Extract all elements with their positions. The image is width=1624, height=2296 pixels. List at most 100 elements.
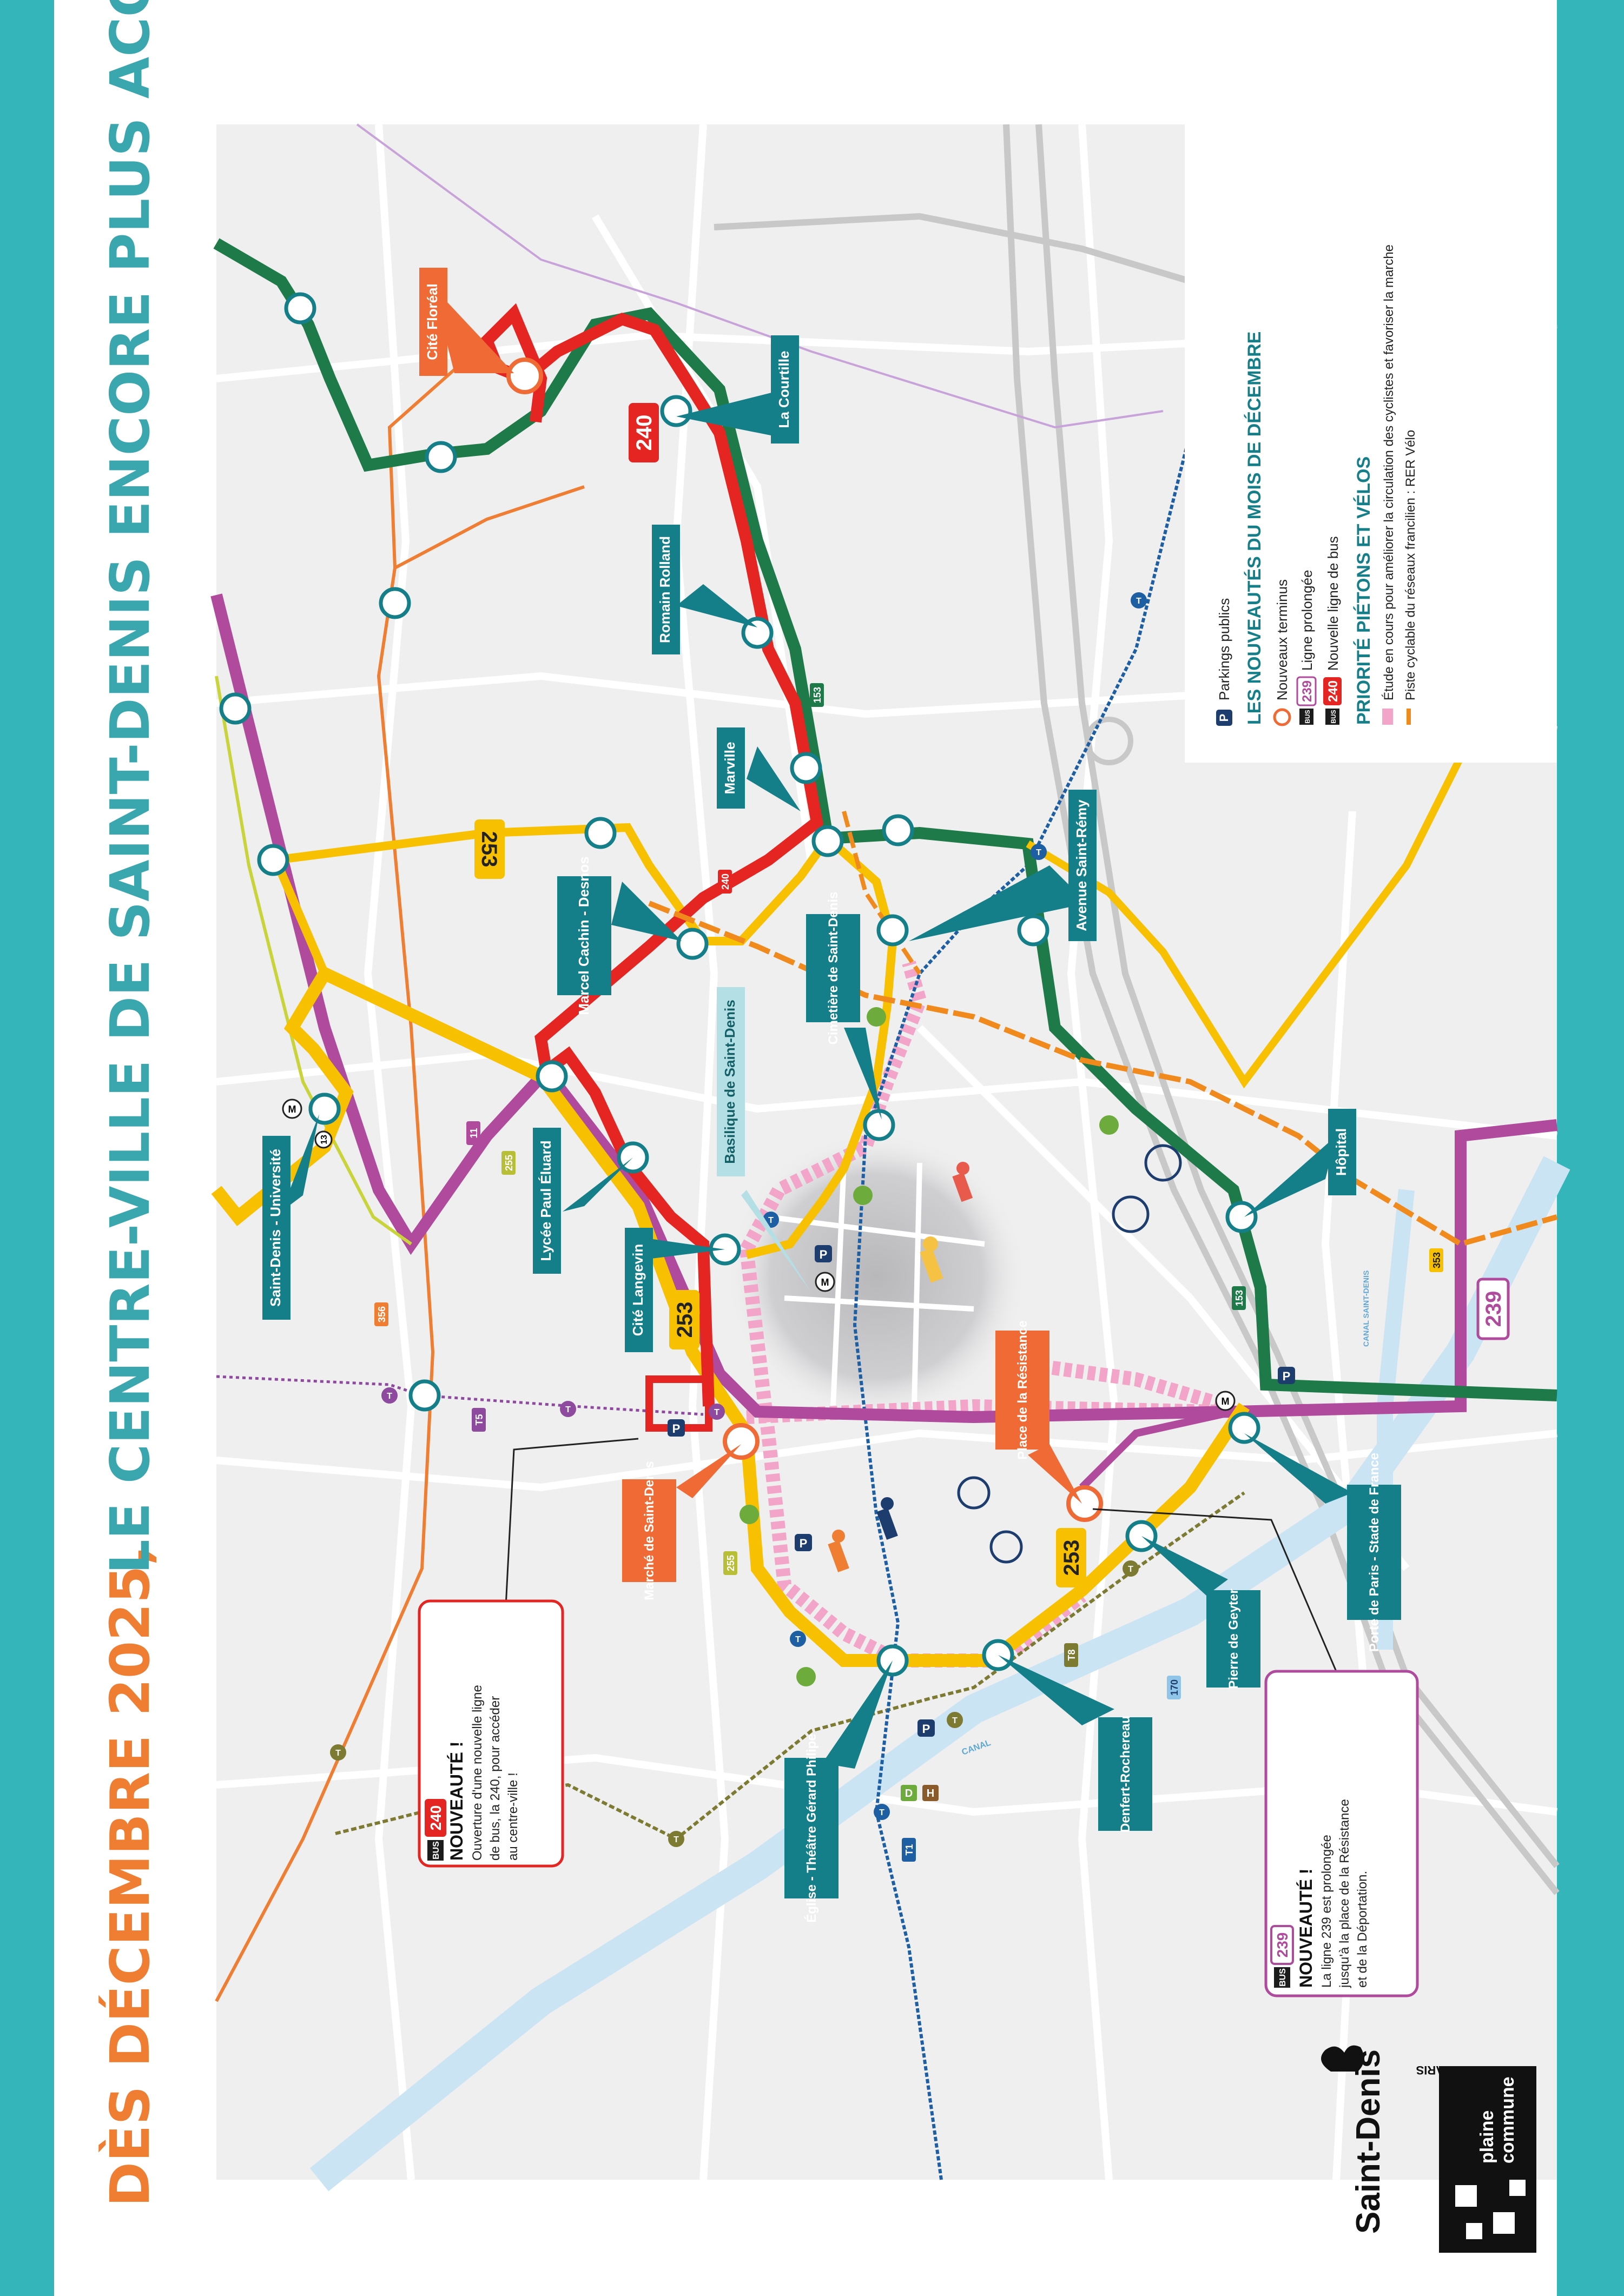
stop-marker[interactable] [425,441,457,473]
stop-marker[interactable] [584,817,617,849]
stop-marker[interactable] [1017,914,1049,947]
badge-356-small: 356 [377,1306,387,1322]
stop-marker[interactable] [408,1379,441,1412]
legend-prolongee-bus: BUS [1304,710,1311,723]
metro-marker: M [288,1104,296,1115]
stop-marker[interactable] [676,928,709,960]
historic-centre-area [725,1130,1028,1422]
stop-marker[interactable] [379,587,411,619]
callout-nouveaute-239: BUS 239 NOUVEAUTÉ ! La ligne 239 est pro… [1264,1670,1419,1997]
callout-239-bus: BUS [1278,1968,1288,1987]
stop-label-universite[interactable]: Saint-Denis - Université [267,1149,283,1307]
rer-h-badge: H [927,1788,934,1799]
stop-label-basilique[interactable]: Basilique de Saint-Denis [722,1000,738,1163]
saint-denis-logo: Saint-Denis [1321,2045,1387,2234]
callout-239-text-line3: et de la Déportation. [1355,1871,1370,1988]
legend-parking-icon: P [1217,714,1231,722]
stop-marker[interactable] [536,1060,568,1093]
badge-m13: 13 [320,1135,329,1144]
callout-nouveaute-240: BUS 240 NOUVEAUTÉ ! Ouverture d'une nouv… [418,1599,564,1868]
stop-label-marville[interactable]: Marville [722,742,738,795]
stop-label-avenue-saint-remy[interactable]: Avenue Saint-Rémy [1073,799,1090,931]
plaine-line1: plaine [1477,2110,1497,2163]
legend-prolongee: Ligne prolongée [1299,570,1315,671]
stop-label-pierre-de-geyter[interactable]: Pierre de Geyter [1226,1589,1241,1689]
legend-nouvelle: Nouvelle ligne de bus [1325,536,1341,671]
badge-239-map: 239 [1482,1291,1506,1327]
tram-marker: T [795,1635,801,1644]
tram-marker: T [1036,848,1041,857]
stop-marker[interactable] [219,692,252,725]
stop-marker[interactable] [284,292,316,325]
stop-label-marcel-cachin[interactable]: Marcel Cachin - Desnos [576,856,592,1015]
legend-240-badge: 240 [1326,680,1341,702]
tram-marker: T [335,1749,341,1758]
railway-loop [1085,717,1133,765]
callout-240-heading: NOUVEAUTÉ ! [447,1742,466,1861]
stop-label-eglise[interactable]: Église - Théâtre Gérard Philipe [804,1733,819,1922]
parking-markers: P P P P P [668,1245,1295,1737]
metro-marker: M [821,1277,829,1288]
legend-terminus: Nouveaux terminus [1274,579,1290,700]
stop-marker[interactable] [811,825,844,857]
badge-253-resistance: 253 [1060,1540,1084,1576]
stop-label-porte-de-paris[interactable]: Porte de Paris - Stade de France [1367,1453,1382,1652]
stop-marker[interactable] [257,844,289,876]
stop-label-denfert[interactable]: Denfert-Rochereau [1118,1716,1133,1832]
stop-label-cimetiere[interactable]: Cimetière de Saint-Denis [826,892,841,1045]
stop-marker[interactable] [308,1093,341,1125]
legend-terminus-icon [1273,708,1291,726]
stop-marker[interactable] [876,914,909,947]
terminus-cite-floreal[interactable] [506,358,543,394]
stop-marker[interactable] [1225,1201,1258,1233]
callout-line-239 [1092,1508,1337,1672]
legend: P Parkings publics LES NOUVEAUTÉS DU MOI… [1216,244,1418,726]
page-title: DÈS DÉCEMBRE 2025, LE CENTRE-VILLE DE SA… [98,0,162,2207]
line-badges: 240 253 253 253 239 153 153 240 11 255 2… [314,403,1510,1862]
metro-marker: M [1222,1396,1230,1407]
stop-label-marche[interactable]: Marché de Saint-Denis [642,1461,657,1600]
stop-label-romain-rolland[interactable]: Romain Rolland [657,536,673,643]
badge-240-small: 240 [720,874,731,890]
people-illustrations [740,1007,1182,1686]
badge-t1: T1 [904,1844,915,1855]
stop-marker[interactable] [741,617,774,649]
badge-170-small: 170 [1169,1679,1180,1696]
tram-marker: T [879,1808,884,1817]
stop-label-hopital[interactable]: Hôpital [1333,1128,1349,1176]
stop-marker[interactable] [863,1109,895,1141]
badge-153-south: 153 [1234,1290,1245,1306]
stop-marker[interactable] [882,814,914,846]
legend-parkings: Parkings publics [1216,598,1232,700]
stop-label-cite-langevin[interactable]: Cité Langevin [630,1244,646,1336]
saint-denis-wordmark: Saint-Denis [1350,2049,1387,2234]
tram-marker: T [1136,597,1141,606]
tram-marker: T [768,1216,774,1225]
transit-markers: M M M T T T T T T T T T T T T [282,592,1236,1847]
legend-piste: Piste cyclable du réseaux francilien : R… [1403,430,1418,700]
callout-239-text-line1: La ligne 239 est prolongée [1319,1835,1334,1988]
plaine-line2: commune [1497,2076,1518,2163]
callout-239-line: 239 [1274,1933,1291,1958]
stop-marker[interactable] [660,395,692,427]
legend-etude: Étude en cours pour améliorer la circula… [1382,244,1396,700]
badge-253-langevin: 253 [673,1302,697,1338]
stop-label-cite-floreal[interactable]: Cité Floréal [424,283,440,360]
title-part1: DÈS DÉCEMBRE 2025, [98,1545,162,2207]
tram-t8-line [335,1491,1245,1841]
stop-label-la-courtille[interactable]: La Courtille [776,350,792,428]
callout-240-text-line2: de bus, la 240, pour accéder [488,1696,503,1861]
stop-label-place-resistance[interactable]: Place de la Résistance [1015,1320,1030,1459]
rer-badges: D H [901,1785,939,1801]
grand-paris-text: GRAND PARIS [1416,2063,1498,2077]
legend-section-pietons: PRIORITÉ PIÉTONS ET VÉLOS [1354,456,1374,725]
badge-253-cachin: 253 [477,831,501,868]
label-box-cite-floreal [419,268,447,376]
stop-marker[interactable] [1228,1412,1260,1444]
stop-marker[interactable] [790,752,822,784]
tram-t5-line [216,1375,704,1416]
legend-pedestrian-swatch [1382,709,1393,725]
stop-label-lycee-paul-eluard[interactable]: Lycée Paul Éluard [538,1140,554,1261]
tram-marker: T [714,1408,719,1417]
badge-255-south: 255 [725,1555,736,1571]
